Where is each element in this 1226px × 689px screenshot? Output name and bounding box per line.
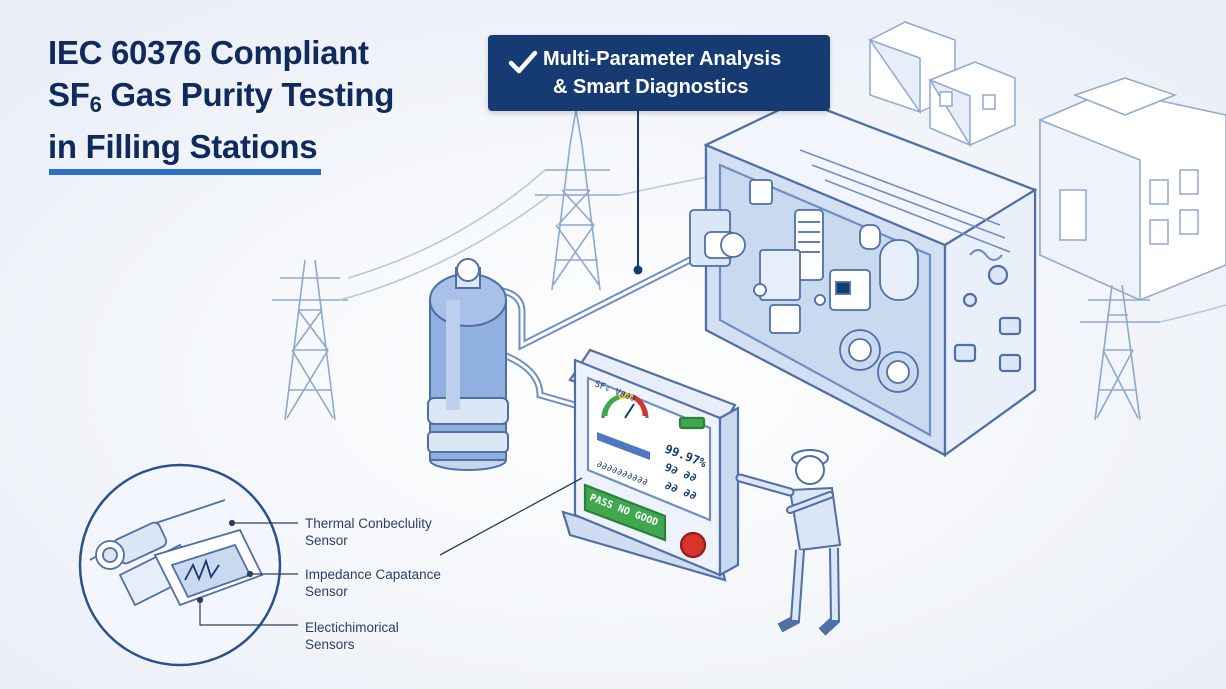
sensor-label-line: Sensors [305, 637, 355, 652]
sensor-label-line: Impedance Capatance [305, 567, 441, 582]
sensor-label-line: Thermal Conbeclulity [305, 516, 432, 531]
transmission-towers [272, 109, 1226, 421]
callout-line-1: Multi-Parameter Analysis [543, 48, 782, 70]
inset-pointer-line [439, 477, 583, 556]
analyzer-internals [689, 179, 919, 393]
title-sf-text: SF [48, 76, 90, 113]
title-subscript: 6 [89, 92, 102, 117]
sensor-label-line: Sensor [305, 533, 348, 548]
title-line-2-rest: Gas Purity Testing [101, 76, 395, 113]
technician [735, 449, 842, 636]
sensor-label-thermal: Thermal Conbeclulity Sensor [305, 515, 465, 549]
gas-cylinder [427, 258, 509, 471]
sensor-label-line: Electichimorical [305, 620, 399, 635]
sensor-label-electrochemical: Electichimorical Sensors [305, 619, 465, 653]
sensor-label-line: Sensor [305, 584, 348, 599]
sensor-detail-inset [78, 463, 298, 667]
title-line-1: IEC 60376 Compliant [48, 34, 369, 71]
analyzer-display-unit [561, 348, 740, 582]
page-title: IEC 60376 Compliant SF6 Gas Purity Testi… [48, 32, 394, 168]
sensor-label-impedance: Impedance Capatance Sensor [305, 566, 465, 600]
title-line-2: SF6 Gas Purity Testing [48, 74, 394, 126]
building-right [1039, 77, 1226, 302]
title-line-3: in Filling Stations [48, 128, 318, 165]
checkmark-icon [508, 50, 538, 74]
building-group-top [868, 21, 1016, 148]
title-underline [49, 169, 321, 175]
callout-pointer [633, 111, 643, 275]
callout-line-2: & Smart Diagnostics [553, 76, 749, 98]
feature-callout: Multi-Parameter Analysis & Smart Diagnos… [488, 35, 830, 111]
